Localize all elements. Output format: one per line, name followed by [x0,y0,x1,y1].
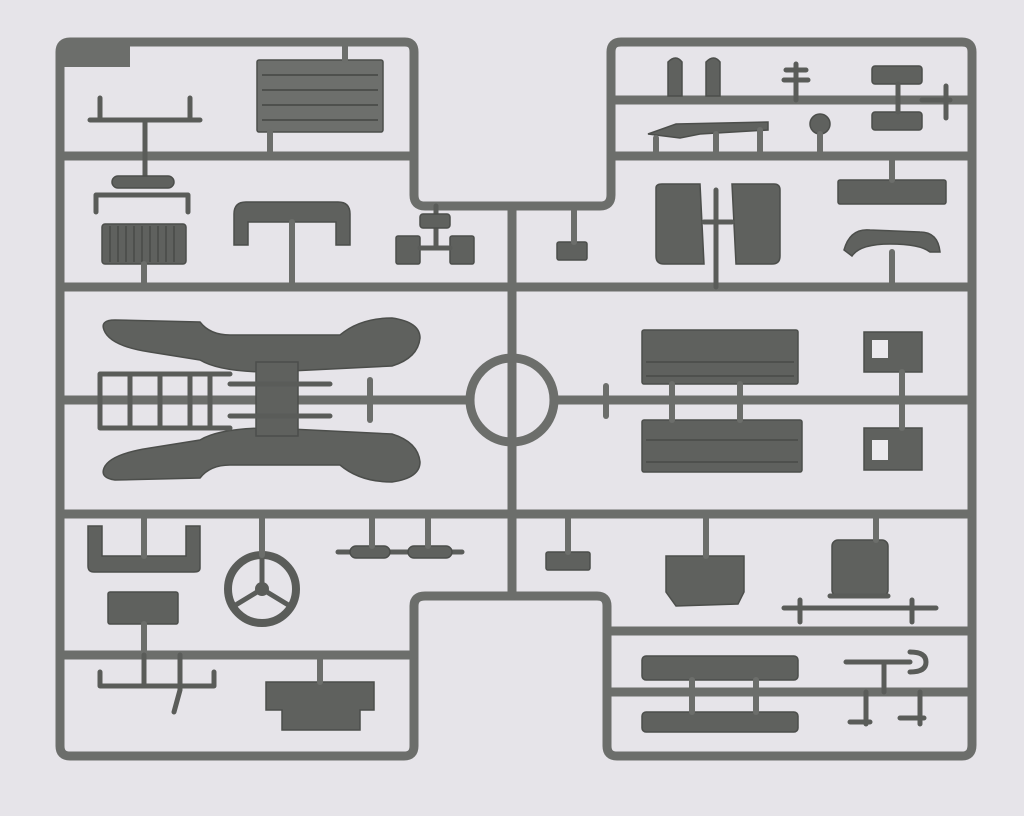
part-door-frames [863,331,923,471]
part-steering-wheel [224,511,300,627]
part-rifle [647,121,769,159]
part-fender-arch [233,201,351,290]
part-seat-back [87,511,201,573]
part-center-small [556,203,588,261]
center-ring [465,353,559,447]
part-side-panel-bottom [641,397,803,473]
part-side-panel-top [641,329,799,403]
part-seat-frame [87,95,203,215]
part-linkage [97,652,217,715]
part-box-small [107,591,179,658]
part-radiator-grille [101,223,187,290]
part-chassis [97,317,421,483]
part-fork-linkage [843,649,929,727]
part-hood-panel [665,511,745,607]
part-axle-rod [335,511,465,559]
part-center-tab [545,511,591,571]
part-small-bracket-left [395,203,475,265]
part-tool-box [265,652,375,731]
part-figures-row [667,57,953,131]
part-bench-seat [837,153,947,205]
part-engine-block [781,511,939,625]
part-running-boards [641,655,799,733]
part-floor-panel [256,39,384,159]
part-fender-curved [843,229,941,290]
part-fuel-tanks [655,183,781,290]
part-lamp [809,113,831,159]
frame-tab [64,45,130,67]
